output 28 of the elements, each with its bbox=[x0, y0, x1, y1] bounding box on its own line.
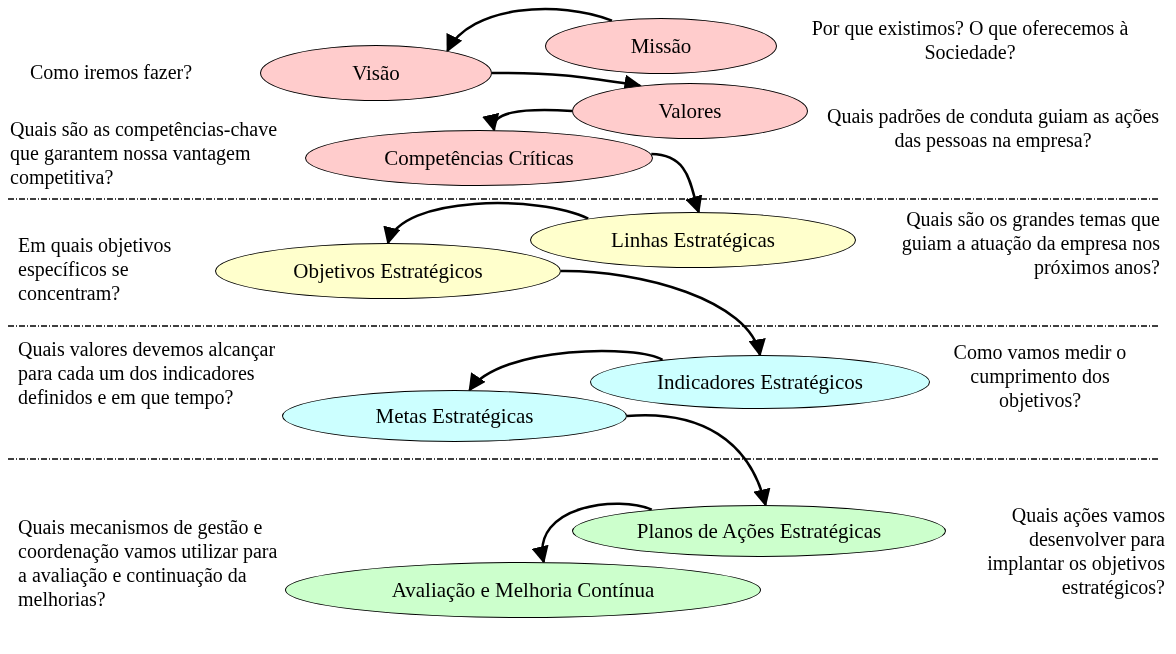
ellipse-node: Metas Estratégicas bbox=[282, 390, 627, 442]
ellipse-node: Avaliação e Melhoria Contínua bbox=[285, 562, 761, 618]
arrow bbox=[533, 502, 653, 564]
ellipse-node: Planos de Ações Estratégicas bbox=[572, 505, 946, 557]
arrow bbox=[484, 108, 573, 132]
question-text: Quais são as competências-chave que garantem nossa vantagem competitiva? bbox=[10, 117, 279, 189]
question-text: Quais são os grandes temas que guiam a atuação da empresa nos próximos anos? bbox=[900, 207, 1160, 279]
question-text: Como iremos fazer? bbox=[30, 60, 194, 84]
ellipse-node: Missão bbox=[545, 18, 777, 74]
ellipse-node: Linhas Estratégicas bbox=[530, 212, 856, 268]
ellipse-node: Objetivos Estratégicos bbox=[215, 243, 561, 299]
ellipse-node: Indicadores Estratégicos bbox=[590, 355, 930, 409]
ellipse-node: Visão bbox=[260, 45, 492, 101]
question-text: Quais valores devemos alcançar para cada um dos indicadores definidos e em que tempo? bbox=[18, 337, 277, 409]
question-text: Quais ações vamos desenvolver para implantar os objetivos estratégicos? bbox=[986, 503, 1165, 599]
ellipse-node: Competências Críticas bbox=[305, 130, 653, 186]
arrow bbox=[446, 7, 613, 53]
question-text: Por que existimos? O que oferecemos à Sociedade? bbox=[810, 16, 1130, 64]
ellipse-node: Valores bbox=[572, 83, 808, 139]
question-text: Como vamos medir o cumprimento dos objetivos? bbox=[952, 340, 1128, 412]
arrow bbox=[651, 152, 703, 214]
question-text: Quais padrões de conduta guiam as ações das pessoas na empresa? bbox=[825, 104, 1161, 152]
arrow bbox=[560, 269, 764, 357]
arrow bbox=[626, 414, 770, 507]
arrow bbox=[386, 201, 589, 245]
question-text: Em quais objetivos específicos se concentram? bbox=[18, 233, 173, 305]
question-text: Quais mecanismos de gestão e coordenação vamos utilizar para a avaliação e continuação da melhorias? bbox=[18, 515, 279, 611]
arrow bbox=[468, 349, 663, 392]
